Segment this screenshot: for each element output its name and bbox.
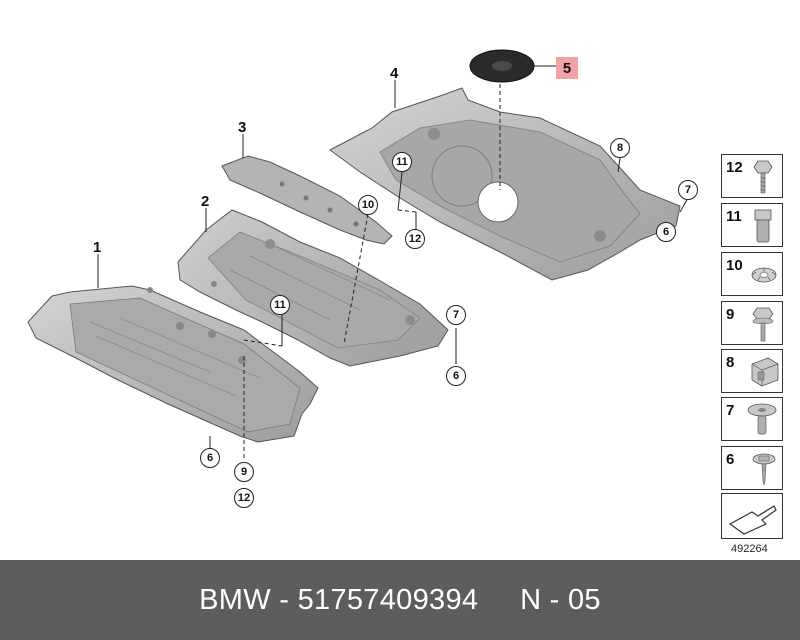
legend-number: 6 [726,451,735,468]
footer-part-number: BMW - 51757409394 N - 05 [199,583,601,616]
exploded-view-drawing [27,49,689,460]
part-label-2: 2 [201,193,210,210]
callout-11: 11 [270,295,290,315]
legend-number: 11 [726,208,742,225]
part-label-3: 3 [238,119,247,136]
sleeve-nut-icon [754,209,772,243]
orientation-arrow-box [721,493,783,539]
callout-7: 7 [446,305,466,325]
parts-diagram: 1 2 3 4 5 6 6 6 7 7 8 9 10 11 11 12 12 [27,49,698,508]
part-5-round-cover [469,49,535,83]
legend-item-7: 7 [721,397,783,441]
legend-item-9: 9 [721,301,783,345]
expanding-rivet-icon [747,403,777,435]
callout-11: 11 [392,152,412,172]
callout-8: 8 [610,138,630,158]
legend-number: 12 [726,159,743,176]
clip-nut-icon [751,357,779,387]
legend-item-8: 8 [721,349,783,393]
part-2-underbody-panel [177,209,449,367]
footer-bar: BMW - 51757409394 N - 05 [0,560,800,640]
legend-item-12: 12 [721,154,783,198]
legend-item-10: 10 [721,252,783,296]
callout-10: 10 [358,195,378,215]
part-3-strip-panel [221,155,393,245]
callout-6: 6 [446,366,466,386]
part-label-4: 4 [390,65,399,82]
legend-number: 8 [726,354,735,371]
legend-item-6: 6 [721,446,783,490]
callout-9: 9 [234,462,254,482]
callout-12: 12 [234,488,254,508]
collar-screw-icon [752,307,774,342]
legend-number: 10 [726,257,743,274]
lock-washer-icon [751,267,777,283]
screw-icon [753,160,773,194]
legend-number: 7 [726,402,735,419]
washer-screw-icon [752,453,776,486]
reference-number: 492264 [731,543,768,555]
legend-item-11: 11 [721,203,783,247]
callout-6: 6 [656,222,676,242]
callout-7: 7 [678,180,698,200]
part-label-5-highlighted: 5 [556,57,578,79]
callout-6: 6 [200,448,220,468]
direction-arrow-icon [728,505,777,535]
part-label-1: 1 [93,239,102,256]
part-4-underbody-shield [329,87,681,281]
callout-12: 12 [405,229,425,249]
legend-number: 9 [726,306,735,323]
leader-lines [97,65,689,460]
